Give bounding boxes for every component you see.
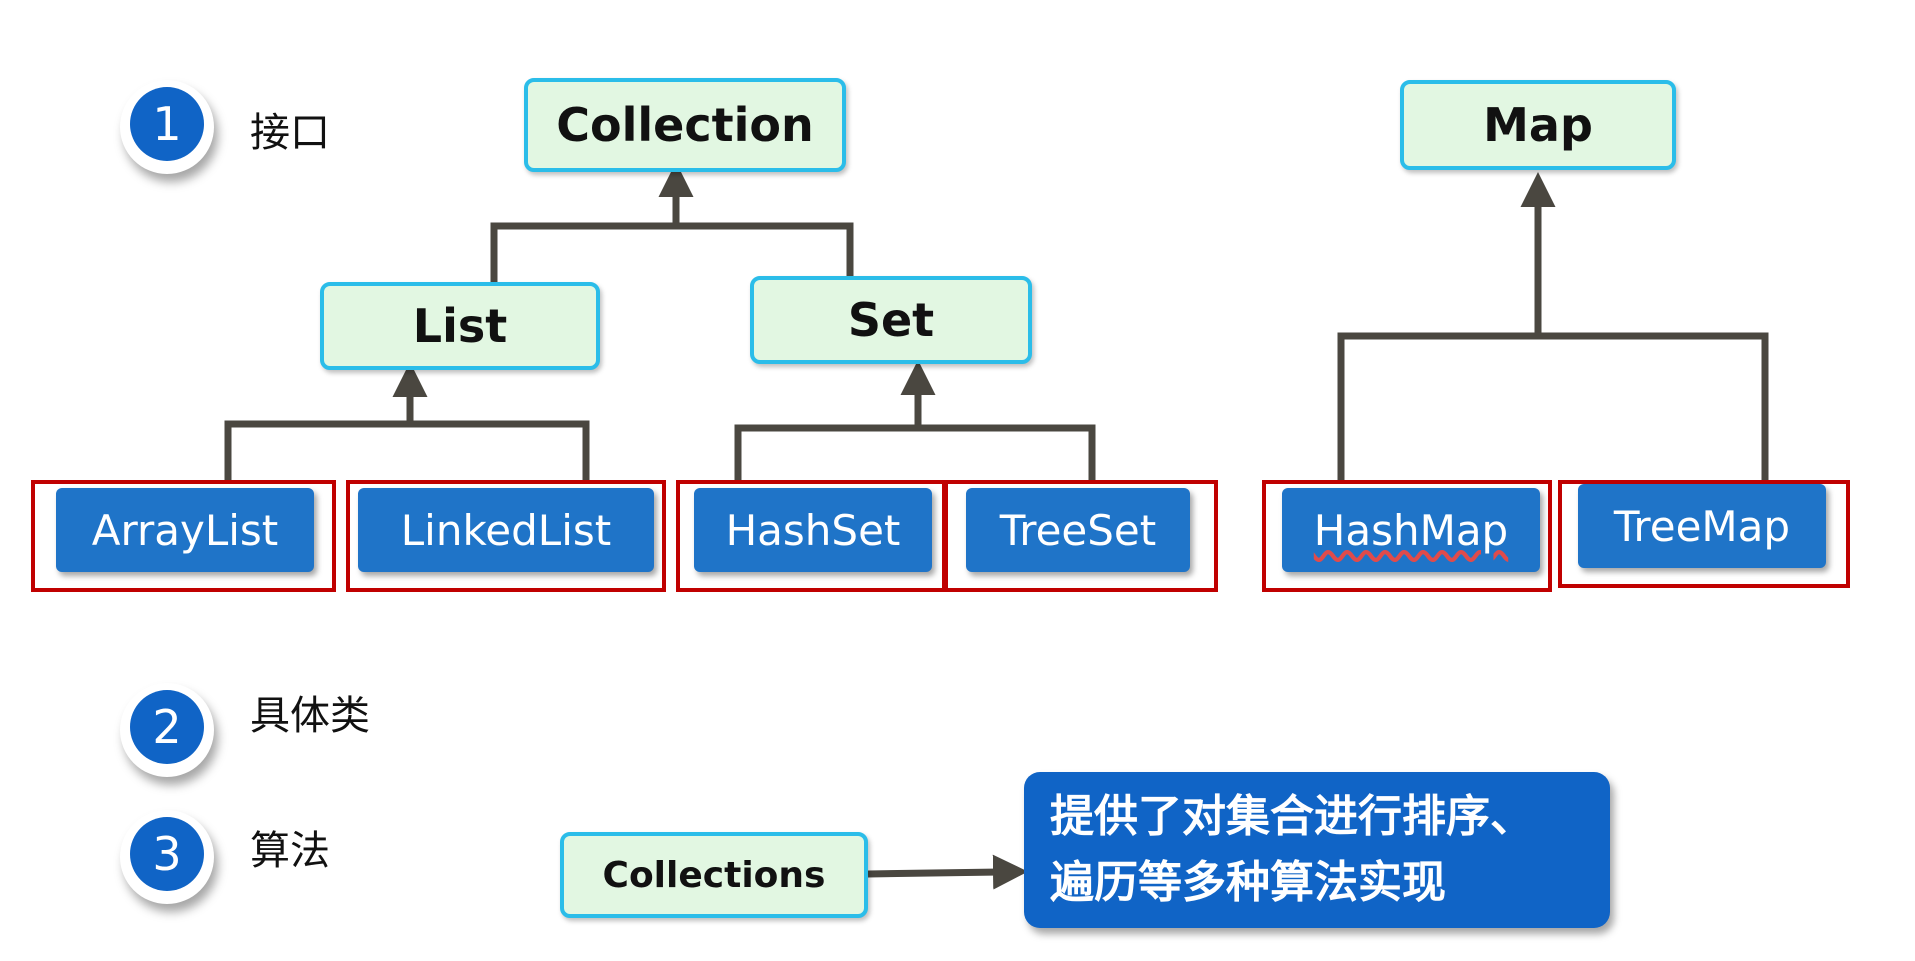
connector-hashset-treeset-to-set — [734, 424, 1096, 482]
hashmap-highlight-frame — [1262, 480, 1552, 592]
hashmap-class-label: HashMap — [1313, 505, 1509, 555]
treeset-highlight-frame — [942, 480, 1218, 592]
connector-list-set-to-collection — [490, 222, 854, 282]
connector-hashmap-treemap-to-map — [1337, 332, 1769, 482]
algorithms-description-callout: 提供了对集合进行排序、 遍历等多种算法实现 — [1024, 772, 1610, 928]
arrow-collections-to-description — [867, 854, 1028, 890]
treemap-class-node: TreeMap — [1578, 484, 1826, 568]
step-number-3: 3 — [130, 817, 204, 891]
list-interface-node: List — [320, 282, 600, 370]
linkedlist-class-node: LinkedList — [358, 488, 654, 572]
step-number-2: 2 — [130, 690, 204, 764]
hashmap-class-node: HashMap — [1282, 488, 1540, 572]
step-label-algorithms: 算法 — [250, 828, 330, 874]
arraylist-highlight-frame — [31, 480, 336, 592]
step-badge-2: 2 — [120, 683, 214, 777]
step-badge-1: 1 — [120, 80, 214, 174]
hashset-class-node: HashSet — [694, 488, 932, 572]
linkedlist-highlight-frame — [346, 480, 666, 592]
arraylist-class-node: ArrayList — [56, 488, 314, 572]
step-label-concrete-classes: 具体类 — [250, 693, 370, 739]
map-interface-node: Map — [1400, 80, 1676, 170]
connector-arraylist-linkedlist-to-list — [224, 420, 590, 482]
set-interface-node: Set — [750, 276, 1032, 364]
algorithms-description-line-1: 提供了对集合进行排序、 — [1050, 791, 1534, 842]
step-badge-3: 3 — [120, 810, 214, 904]
treemap-highlight-frame — [1558, 480, 1850, 588]
step-number-1: 1 — [130, 87, 204, 161]
treeset-class-node: TreeSet — [966, 488, 1190, 572]
hashset-highlight-frame — [676, 480, 948, 592]
step-label-interfaces: 接口 — [250, 110, 330, 156]
collection-interface-node: Collection — [524, 78, 846, 172]
collections-utility-node: Collections — [560, 832, 868, 918]
algorithms-description-line-2: 遍历等多种算法实现 — [1050, 857, 1446, 908]
